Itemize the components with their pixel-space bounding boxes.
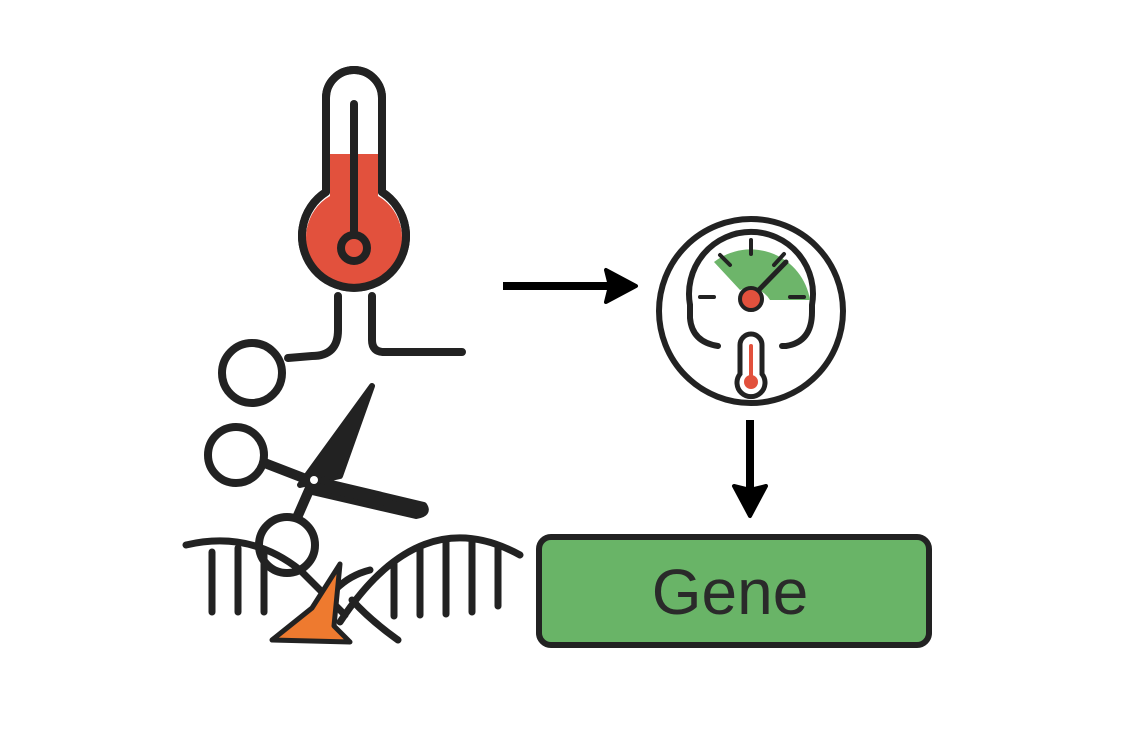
dna-helix-icon [182, 534, 524, 644]
gene-box: Gene [536, 534, 932, 648]
gene-label: Gene [652, 556, 809, 628]
dna-cut-marker-icon [269, 561, 353, 645]
scissors-icon [204, 383, 429, 577]
arrow-down-icon [732, 420, 768, 518]
arrow-right-icon [503, 268, 638, 304]
gauge-icon [656, 216, 846, 406]
thermometer-icon [218, 66, 466, 407]
